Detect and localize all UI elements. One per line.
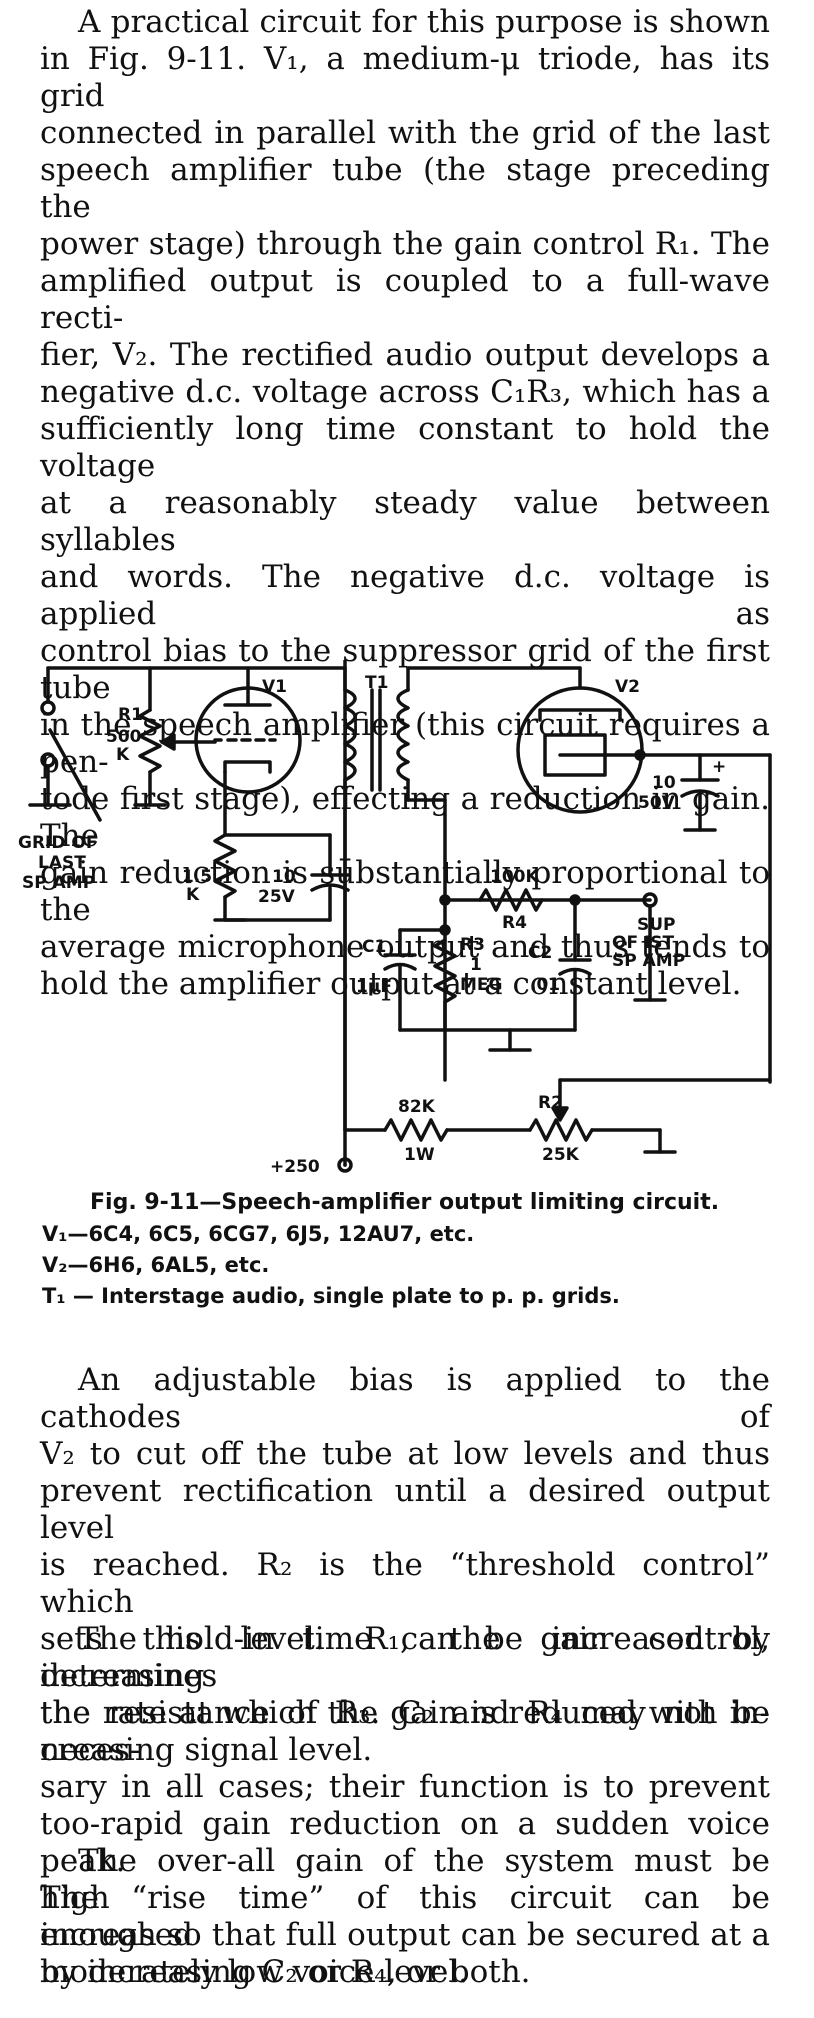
text-line: V₂ to cut off the tube at low levels and… bbox=[40, 1436, 770, 1472]
cathode-resistor bbox=[213, 833, 237, 899]
caption-title: Fig. 9-11—Speech-amplifier output limiti… bbox=[90, 1190, 720, 1215]
label-c1-value: 1μF bbox=[356, 977, 392, 997]
label-r3-value-b: MEG bbox=[460, 975, 502, 995]
label-c-out-a: 10 bbox=[652, 773, 676, 793]
label-plus-1: + bbox=[338, 850, 352, 870]
caption-line: T₁ — Interstage audio, single plate to p… bbox=[42, 1284, 620, 1308]
label-cathode-r-a: 1.5 bbox=[182, 867, 212, 887]
label-of-ist: OF IST bbox=[612, 933, 675, 953]
text-line: The “rise time” of this circuit can be i… bbox=[40, 1880, 770, 1953]
text-line: too-rapid gain reduction on a sudden voi… bbox=[40, 1806, 770, 1879]
label-r1-value-b: K bbox=[116, 745, 130, 765]
text-line: gain reduction is substantially proporti… bbox=[40, 855, 770, 928]
v2-tube bbox=[516, 686, 644, 814]
paragraph-2: An adjustable bias is applied to the cat… bbox=[40, 1362, 770, 1769]
label-r4-value: 100K bbox=[490, 867, 539, 887]
label-c-out-b: 50V bbox=[638, 793, 676, 813]
label-cathode-c-a: 10 bbox=[272, 867, 296, 887]
caption-line: V₂—6H6, 6AL5, etc. bbox=[42, 1253, 270, 1277]
label-r-82k: 82K bbox=[398, 1097, 436, 1117]
label-r1: R1 bbox=[118, 705, 143, 725]
label-v1: V1 bbox=[262, 677, 287, 697]
caption-line: V₁—6C4, 6C5, 6CG7, 6J5, 12AU7, etc. bbox=[42, 1222, 475, 1246]
label-t1: T1 bbox=[365, 673, 388, 693]
label-sp-amp-2: SP AMP bbox=[612, 951, 685, 971]
label-c2-value: .01 bbox=[530, 975, 560, 995]
text-line: tode first stage), effecting a reduction… bbox=[40, 781, 770, 854]
label-r-1w: 1W bbox=[404, 1145, 435, 1165]
switch-arm bbox=[48, 728, 102, 822]
label-grid-of: GRID OF bbox=[18, 833, 97, 853]
text-line: in Fig. 9-11. V₁, a medium-μ triode, has… bbox=[40, 41, 770, 114]
label-plus-2: + bbox=[712, 757, 726, 777]
label-sp-amp: SP AMP bbox=[22, 873, 95, 893]
text-line: sufficiently long time constant to hold … bbox=[40, 411, 770, 484]
label-cathode-c-b: 25V bbox=[258, 887, 296, 907]
r-82k-resistor bbox=[383, 1118, 449, 1142]
t1-primary bbox=[343, 688, 357, 782]
text-line: control bias to the suppressor grid of t… bbox=[40, 633, 770, 706]
label-c2: C2 bbox=[528, 943, 552, 963]
r1-resistor bbox=[138, 708, 162, 774]
label-r2: R2 bbox=[538, 1093, 563, 1113]
text-line: The over-all gain of the system must be … bbox=[40, 1843, 770, 1916]
paragraph-1: A practical circuit for this purpose is … bbox=[40, 4, 770, 1003]
text-line: the resistance of R₃. C₂ and R₄ may not … bbox=[40, 1695, 770, 1768]
text-line: fier, V₂. The rectified audio output dev… bbox=[40, 337, 770, 373]
text-line: the rate at which the gain is reduced wi… bbox=[40, 1695, 770, 1731]
label-cathode-r-b: K bbox=[186, 885, 200, 905]
text-line: An adjustable bias is applied to the cat… bbox=[40, 1362, 770, 1435]
circuit-schematic: V1 V2 T1 R1 500 K GRID OF LAST SP AMP 1.… bbox=[18, 660, 772, 1177]
label-sup: SUP bbox=[637, 915, 676, 935]
paragraph-4: The over-all gain of the system must be … bbox=[40, 1843, 770, 1991]
label-c1: C1 bbox=[362, 937, 386, 957]
label-v2: V2 bbox=[615, 677, 640, 697]
text-line: and words. The negative d.c. voltage is … bbox=[40, 559, 770, 632]
text-line: The hold-in time can be increased by inc… bbox=[40, 1621, 770, 1694]
figure-caption: Fig. 9-11—Speech-amplifier output limiti… bbox=[40, 1187, 770, 1312]
input-terminal-top bbox=[40, 700, 56, 716]
text-line: prevent rectification until a desired ou… bbox=[40, 1473, 770, 1546]
text-line: sets this level. R₁, the gain control, d… bbox=[40, 1621, 770, 1694]
label-b-plus: +250 bbox=[270, 1157, 320, 1177]
label-r2-value: 25K bbox=[542, 1145, 580, 1165]
label-r3-value-a: 1 bbox=[470, 955, 482, 975]
text-line: is reached. R₂ is the “threshold control… bbox=[40, 1547, 770, 1620]
r3-resistor bbox=[433, 938, 457, 1004]
text-line: power stage) through the gain control R₁… bbox=[40, 226, 770, 262]
r4-resistor bbox=[478, 888, 544, 912]
text-line: amplified output is coupled to a full-wa… bbox=[40, 263, 770, 336]
text-line: creasing signal level. bbox=[40, 1732, 373, 1768]
text-line: hold the amplifier output at a constant … bbox=[40, 966, 742, 1002]
label-last: LAST bbox=[38, 853, 86, 873]
text-line: at a reasonably steady value between syl… bbox=[40, 485, 770, 558]
text-line: connected in parallel with the grid of t… bbox=[40, 115, 770, 151]
label-r4: R4 bbox=[502, 913, 527, 933]
text-line: sary in all cases; their function is to … bbox=[40, 1769, 770, 1805]
text-line: by increasing C₂ or R₄, or both. bbox=[40, 1954, 531, 1990]
text-line: enough so that full output can be secure… bbox=[40, 1917, 770, 1953]
text-line: negative d.c. voltage across C₁R₃, which… bbox=[40, 374, 770, 410]
label-r3: R3 bbox=[460, 935, 485, 955]
t1-secondary bbox=[396, 688, 410, 782]
text-line: speech amplifier tube (the stage precedi… bbox=[40, 152, 770, 225]
text-line: moderately low voice level. bbox=[40, 1954, 469, 1990]
r2-resistor bbox=[528, 1118, 594, 1142]
paragraph-3: The hold-in time can be increased by inc… bbox=[40, 1621, 770, 1991]
text-line: A practical circuit for this purpose is … bbox=[78, 4, 770, 40]
label-r1-value-a: 500 bbox=[106, 727, 142, 747]
